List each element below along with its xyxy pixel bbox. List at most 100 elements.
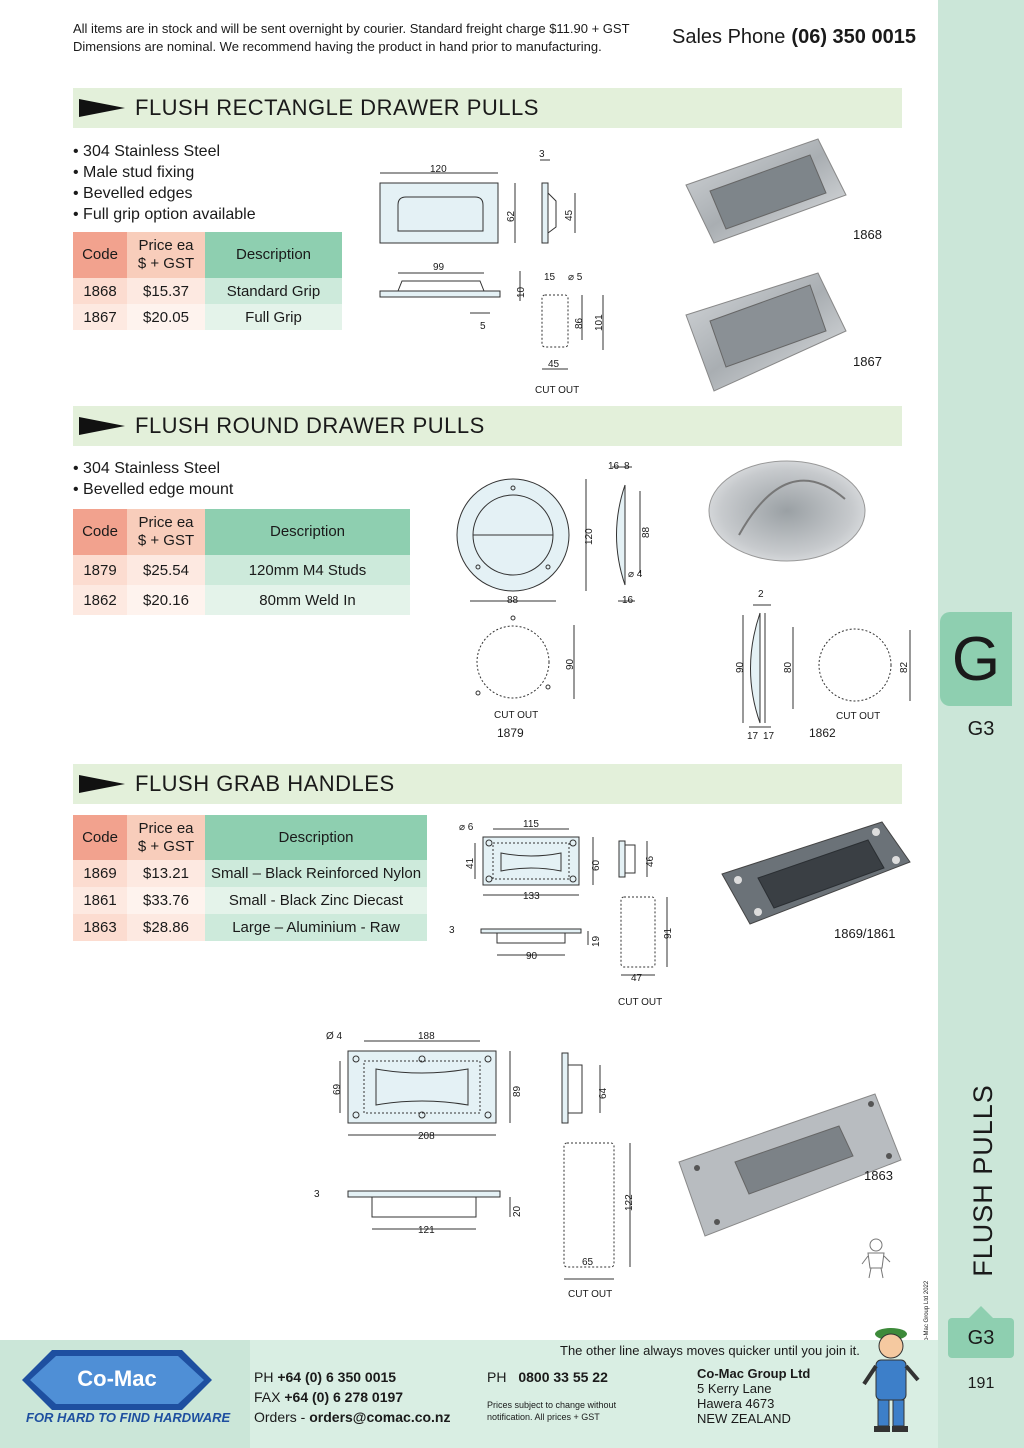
feature-item: Male stud fixing	[73, 162, 256, 183]
dim-grip-width: 99	[433, 262, 445, 273]
dim-19: 19	[591, 935, 602, 947]
cell-description: Full Grip	[205, 304, 342, 330]
freephone-number[interactable]: 0800 33 55 22	[518, 1369, 608, 1385]
dim-stud-offset: 5	[480, 321, 486, 332]
dim-h90: 90	[735, 661, 746, 673]
table-row: 1862 $20.16 80mm Weld In	[73, 585, 410, 615]
feature-item: 304 Stainless Steel	[73, 458, 233, 479]
dim-46: 46	[645, 855, 656, 867]
orders-email-link[interactable]: orders@comac.co.nz	[309, 1409, 451, 1425]
cell-code: 1862	[73, 585, 127, 615]
sales-phone-number[interactable]: (06) 350 0015	[791, 26, 916, 48]
header-description: Description	[205, 509, 410, 555]
arrow-right-icon	[79, 775, 125, 793]
dim-65: 65	[582, 1257, 594, 1268]
page-code-tab[interactable]: G3	[948, 1306, 1014, 1358]
header-code: Code	[73, 815, 127, 860]
footer-quote: The other line always moves quicker unti…	[560, 1343, 860, 1358]
cell-code: 1868	[73, 278, 127, 304]
dim-t3: 3	[314, 1189, 320, 1200]
feature-item: Full grip option available	[73, 204, 256, 225]
arrow-right-icon	[79, 99, 125, 117]
header-price: Price ea$ + GST	[127, 815, 205, 860]
header-description: Description	[205, 232, 342, 278]
dim-41: 41	[465, 857, 476, 869]
table-header-row: Code Price ea$ + GST Description	[73, 232, 342, 278]
dim-20: 20	[512, 1205, 523, 1217]
dim-side-height: 45	[564, 209, 575, 221]
side-title: FLUSH PULLS	[967, 1083, 998, 1277]
dim-60: 60	[591, 859, 602, 871]
cutout-diameter: ⌀ 5	[568, 272, 583, 283]
table-row: 1869 $13.21 Small – Black Reinforced Nyl…	[73, 860, 427, 887]
dim-2: 2	[758, 589, 764, 600]
cell-price: $25.54	[127, 555, 205, 585]
small-grab-handle-drawing: ⌀ 6 115 41 60 133 46 3 19 90 91 47 CUT O…	[449, 819, 674, 1008]
stock-notice: All items are in stock and will be sent …	[73, 20, 630, 56]
round-pull-drawing-1879: 120 88 16 8 88 ⌀ 4 16 90 CUT OUT 1879	[456, 461, 652, 740]
freephone-block: PH 0800 33 55 22	[487, 1369, 608, 1385]
price-table: Code Price ea$ + GST Description 1868 $1…	[73, 232, 342, 330]
dim-h80: 80	[783, 661, 794, 673]
cut-out-label: CUT OUT	[535, 385, 579, 396]
company-name: Co-Mac Group Ltd	[697, 1366, 811, 1381]
dim-height: 62	[506, 210, 517, 222]
dim-64: 64	[598, 1087, 609, 1099]
dim-89: 89	[512, 1085, 523, 1097]
dim-c82: 82	[899, 661, 910, 673]
cell-price: $33.76	[127, 887, 205, 914]
comac-logo[interactable]: Co-Mac	[22, 1350, 212, 1410]
section-title: FLUSH GRAB HANDLES	[135, 771, 395, 796]
cutout-86: 86	[574, 317, 585, 329]
cut-out-label: CUT OUT	[836, 711, 880, 722]
cell-code: 1861	[73, 887, 127, 914]
price-table: Code Price ea$ + GST Description 1879 $2…	[73, 509, 410, 615]
dim-dia6: ⌀ 6	[459, 822, 474, 833]
dim-91: 91	[663, 927, 674, 939]
fax-number[interactable]: +64 (0) 6 278 0197	[284, 1389, 404, 1405]
feature-item: Bevelled edges	[73, 183, 256, 204]
feature-item: 304 Stainless Steel	[73, 141, 256, 162]
section-header-rectangle: FLUSH RECTANGLE DRAWER PULLS	[73, 88, 902, 128]
cell-description: Small - Black Zinc Diecast	[205, 887, 427, 914]
dim-dia4: Ø 4	[326, 1031, 343, 1042]
phone-number[interactable]: +64 (0) 6 350 0015	[277, 1369, 397, 1385]
dim-133: 133	[523, 891, 540, 902]
dim-17a: 17	[747, 731, 759, 742]
cut-out-label: CUT OUT	[618, 997, 662, 1008]
dim-122: 122	[624, 1194, 635, 1211]
mascot-sketch-icon	[861, 1238, 891, 1279]
cell-price: $20.16	[127, 585, 205, 615]
dim-69: 69	[332, 1083, 343, 1095]
cell-code: 1879	[73, 555, 127, 585]
feature-item: Bevelled edge mount	[73, 479, 233, 500]
table-header-row: Code Price ea$ + GST Description	[73, 509, 410, 555]
dim-188: 188	[418, 1031, 435, 1042]
dim-m4: ⌀ 4	[628, 569, 643, 580]
mascot-icon	[862, 1328, 920, 1432]
tagline: FOR HARD TO FIND HARDWARE	[26, 1410, 231, 1425]
large-grab-handle-drawing: Ø 4 188 69 89 208 64 3 20 121 122 65 CUT…	[314, 1031, 635, 1300]
cell-code: 1869	[73, 860, 127, 887]
header-code: Code	[73, 509, 127, 555]
product-label-1862: 1862	[809, 726, 836, 740]
cut-out-label: CUT OUT	[494, 710, 538, 721]
product-label: 1863	[864, 1168, 893, 1183]
cell-code: 1867	[73, 304, 127, 330]
product-label-1879: 1879	[497, 726, 524, 740]
cell-price: $20.05	[127, 304, 205, 330]
header-description: Description	[205, 815, 427, 860]
arrow-right-icon	[79, 417, 125, 435]
dim-c90: 90	[565, 658, 576, 670]
section-letter-tab[interactable]: G	[940, 612, 1012, 706]
table-row: 1867 $20.05 Full Grip	[73, 304, 342, 330]
dim-115: 115	[523, 819, 539, 830]
price-note: Prices subject to change without notific…	[487, 1400, 617, 1422]
cell-description: 120mm M4 Studs	[205, 555, 410, 585]
table-row: 1863 $28.86 Large – Aluminium - Raw	[73, 914, 427, 941]
table-row: 1879 $25.54 120mm M4 Studs	[73, 555, 410, 585]
header-code: Code	[73, 232, 127, 278]
product-label: 1867	[853, 354, 882, 369]
notice-line-1: All items are in stock and will be sent …	[73, 21, 630, 36]
dim-t3: 3	[449, 925, 455, 936]
